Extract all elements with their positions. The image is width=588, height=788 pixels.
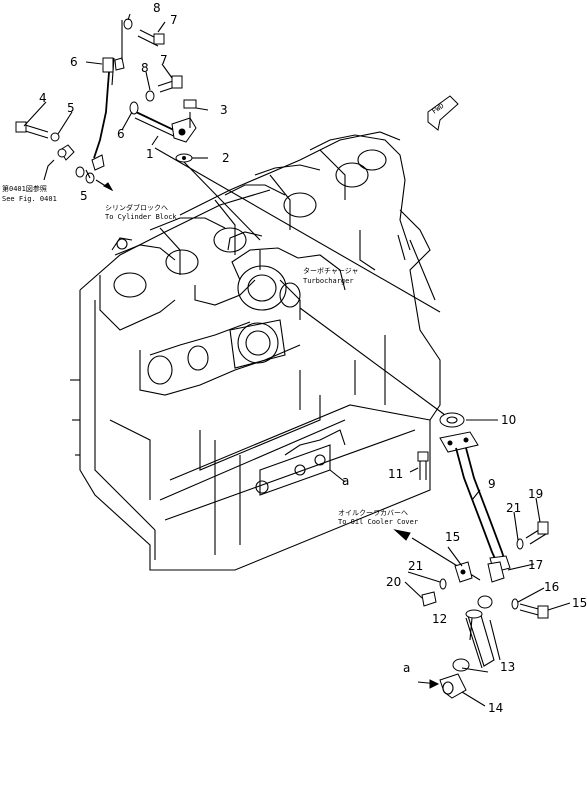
callout-14: 14 [488,701,503,715]
lower-oil-line [417,412,549,699]
note-fig-ref-jp: 第0401図参照 [2,184,47,193]
callout-5-lower: 5 [80,189,88,203]
ref-a-lower: a [403,661,410,675]
callout-18: 17 [528,558,543,572]
callout-8-upper: 8 [153,1,161,15]
callout-16: 15 [572,596,587,610]
callout-1: 1 [146,147,154,161]
callout-6-lower: 6 [117,127,125,141]
fwd-arrow: FWD [427,95,459,131]
callout-leaders [23,13,571,707]
upper-oil-line [15,18,197,192]
annotation-notes: 第0401図参照 See Fig. 0401 シリンダブロックへ To Cyli… [2,184,418,526]
callout-9: 9 [488,477,496,491]
ref-a-upper: a [342,474,349,488]
callout-12: 12 [432,612,447,626]
callout-10: 10 [501,413,516,427]
callout-8-lower: 8 [141,61,149,75]
note-oil-cooler-en: To Oil Cooler Cover [338,518,418,526]
callout-2: 2 [222,151,230,165]
note-turbo-jp: ターボチャージャ [303,266,358,275]
note-oil-cooler-jp: オイルクーラカバーへ [338,509,408,517]
engine-block [70,131,441,571]
callout-11: 11 [388,467,403,481]
callout-3: 3 [220,103,228,117]
note-fig-ref-en: See Fig. 0401 [2,195,57,203]
callout-21-left: 21 [408,559,423,573]
callout-15: 15 [445,530,460,544]
callout-21-right: 21 [506,501,521,515]
callout-6-upper: 6 [70,55,78,69]
note-cylinder-en: To Cylinder Block [105,213,177,221]
callout-19: 19 [528,487,543,501]
callout-7-lower: 7 [160,53,168,67]
callout-13: 13 [500,660,515,674]
callout-5-upper: 5 [67,101,75,115]
callout-4: 4 [39,91,47,105]
callout-7-upper: 7 [170,13,178,27]
callout-20: 20 [386,575,401,589]
callout-17: 16 [544,580,559,594]
note-cylinder-jp: シリンダブロックへ [105,203,168,212]
leader-lines [154,147,481,581]
callout-numbers: 8 7 6 7 8 4 5 3 6 1 2 5 10 11 9 19 21 15… [39,1,587,715]
note-turbo-en: Turbocharger [303,277,354,285]
